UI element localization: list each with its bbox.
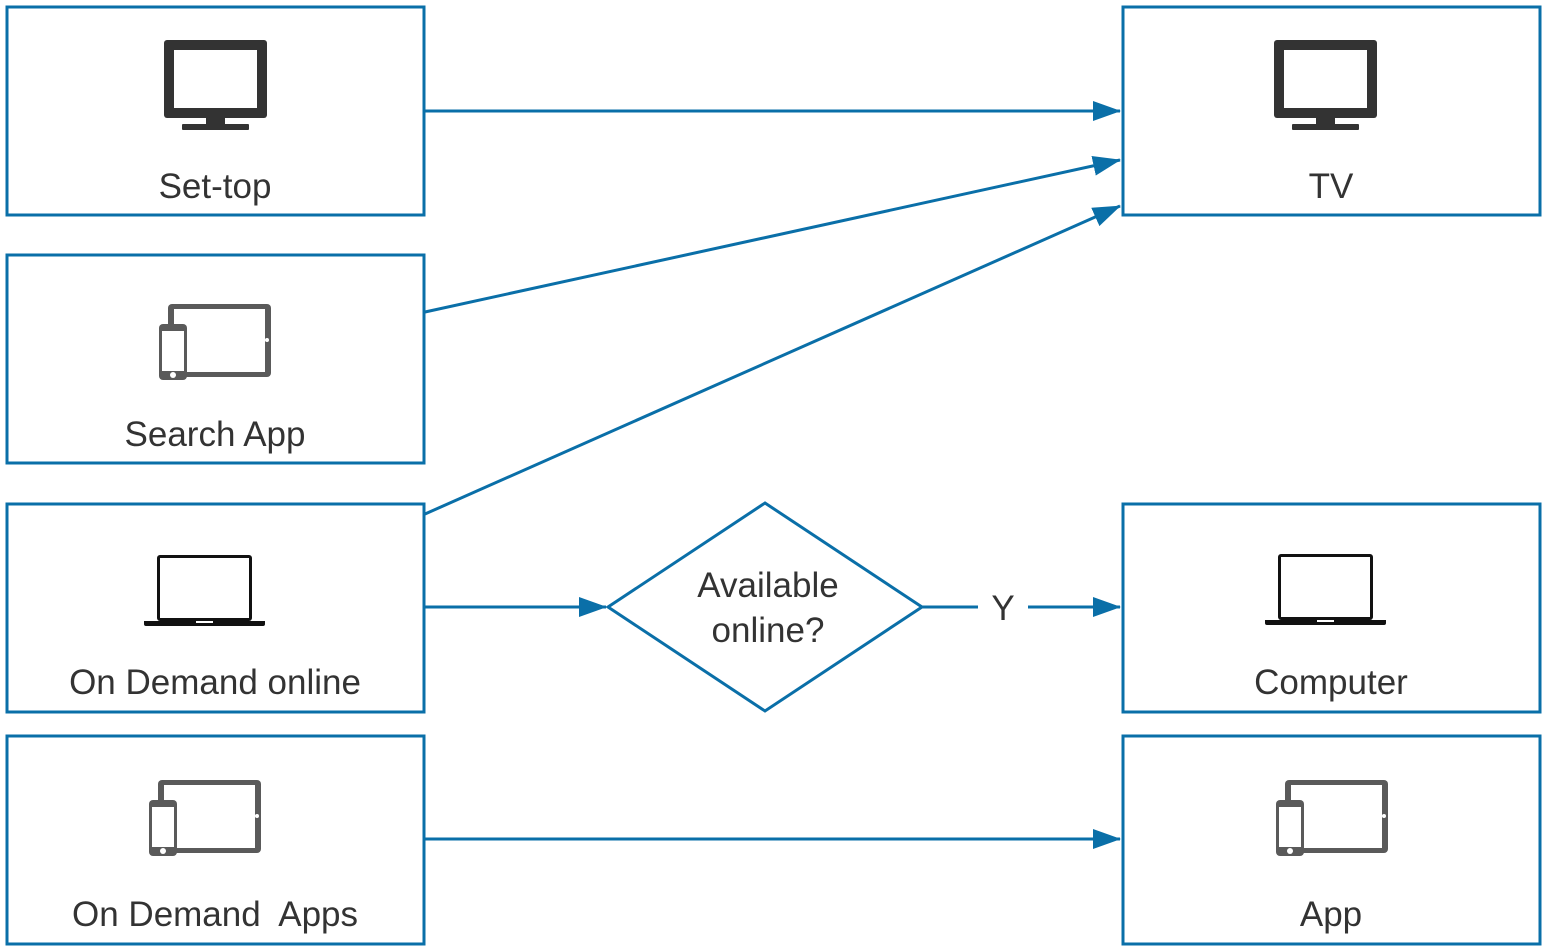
tablet-phone-icon — [149, 780, 261, 856]
monitor-icon — [164, 40, 267, 130]
edge-label-yes: Y — [991, 589, 1014, 628]
node-app-label: App — [1300, 895, 1362, 934]
monitor-icon — [1274, 40, 1377, 130]
decision-available-online: Available online? — [605, 501, 925, 713]
node-tv-label: TV — [1309, 167, 1354, 206]
edge-search-app-to-tv — [424, 155, 1121, 314]
node-on-demand-online: On Demand online — [5, 502, 426, 714]
tablet-phone-icon — [1276, 780, 1388, 856]
node-app: App — [1121, 734, 1542, 946]
node-search-app: Search App — [5, 253, 426, 465]
node-settop: Set-top — [5, 5, 426, 217]
node-computer: Computer — [1121, 502, 1542, 714]
node-on-demand-apps-label: On Demand Apps — [72, 895, 358, 934]
node-settop-label: Set-top — [159, 167, 272, 206]
node-on-demand-online-label: On Demand online — [69, 663, 361, 702]
edge-on-demand-online-to-tv — [424, 204, 1121, 516]
tablet-phone-icon — [159, 304, 271, 380]
edges: Y — [424, 101, 1121, 849]
laptop-icon — [1265, 554, 1386, 625]
node-tv: TV — [1121, 5, 1542, 217]
node-on-demand-apps: On Demand Apps — [5, 734, 426, 946]
node-search-app-label: Search App — [125, 415, 306, 454]
laptop-icon — [144, 555, 265, 626]
decision-label-line1: Available — [697, 566, 838, 605]
node-computer-label: Computer — [1254, 663, 1408, 702]
decision-label-line2: online? — [712, 611, 825, 650]
